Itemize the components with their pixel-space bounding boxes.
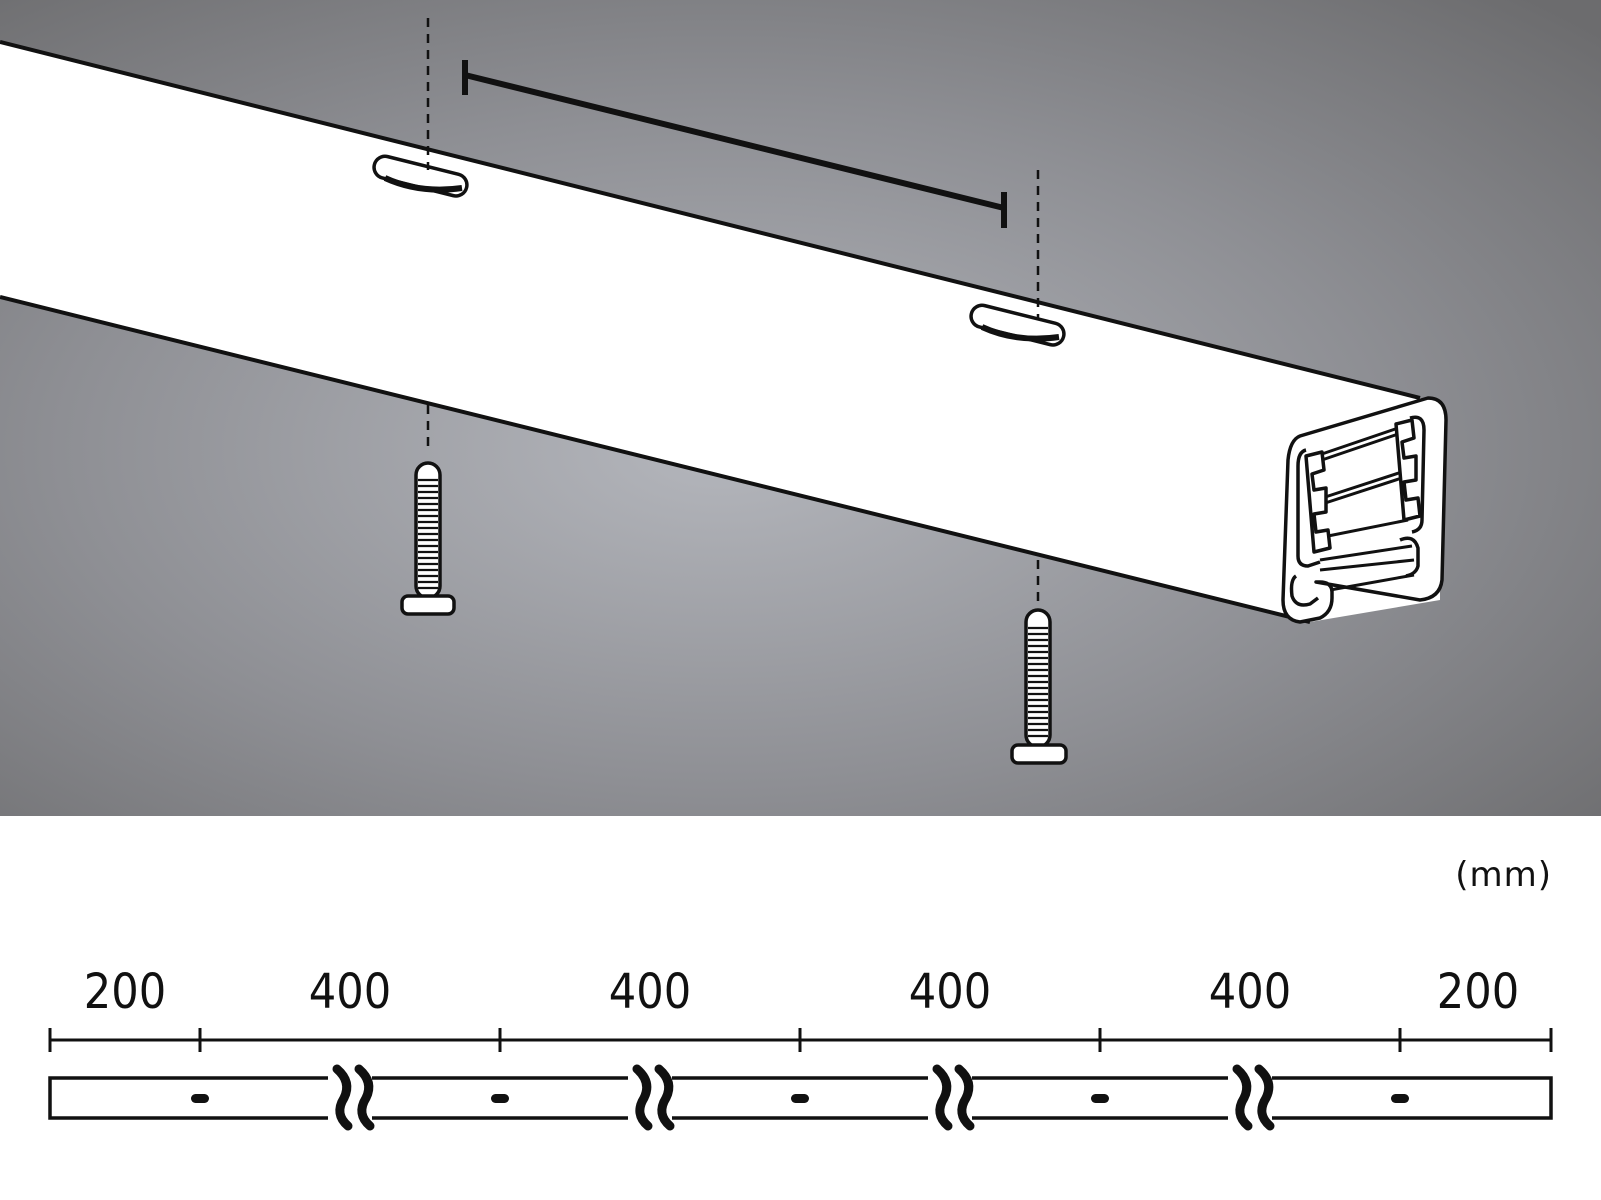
break-mark-2 [628,1064,675,1131]
dimension-label-2: 400 [308,964,392,1020]
mounting-slot-2 [969,303,1066,347]
hole-1 [191,1094,209,1103]
break-marks [328,1064,1275,1131]
spacing-plan-drawing [48,1028,1553,1131]
rail-end-profile [1281,396,1448,624]
unit-label: (mm) [1455,855,1552,895]
dimension-label-4: 400 [908,964,992,1020]
screw-2 [1010,608,1068,765]
spacing-plan [0,816,1601,1200]
alignment-guides [426,18,1040,604]
hole-2 [491,1094,509,1103]
dimension-label-5: 400 [1208,964,1292,1020]
hole-5 [1391,1094,1409,1103]
hole-3 [791,1094,809,1103]
dimension-line [48,1028,1553,1052]
spacing-indicator [462,60,1007,228]
rail-illustration [0,0,1601,816]
screw-1 [400,461,456,616]
break-mark-4 [1228,1064,1275,1131]
break-mark-1 [328,1064,375,1131]
installation-scene [0,0,1601,816]
dimension-label-6: 200 [1436,964,1520,1020]
mounting-holes [191,1094,1409,1103]
hole-4 [1091,1094,1109,1103]
mounting-slot-1 [372,154,469,198]
track-rail [0,40,1448,624]
dimension-label-3: 400 [608,964,692,1020]
dimension-label-1: 200 [83,964,167,1020]
break-mark-3 [928,1064,975,1131]
